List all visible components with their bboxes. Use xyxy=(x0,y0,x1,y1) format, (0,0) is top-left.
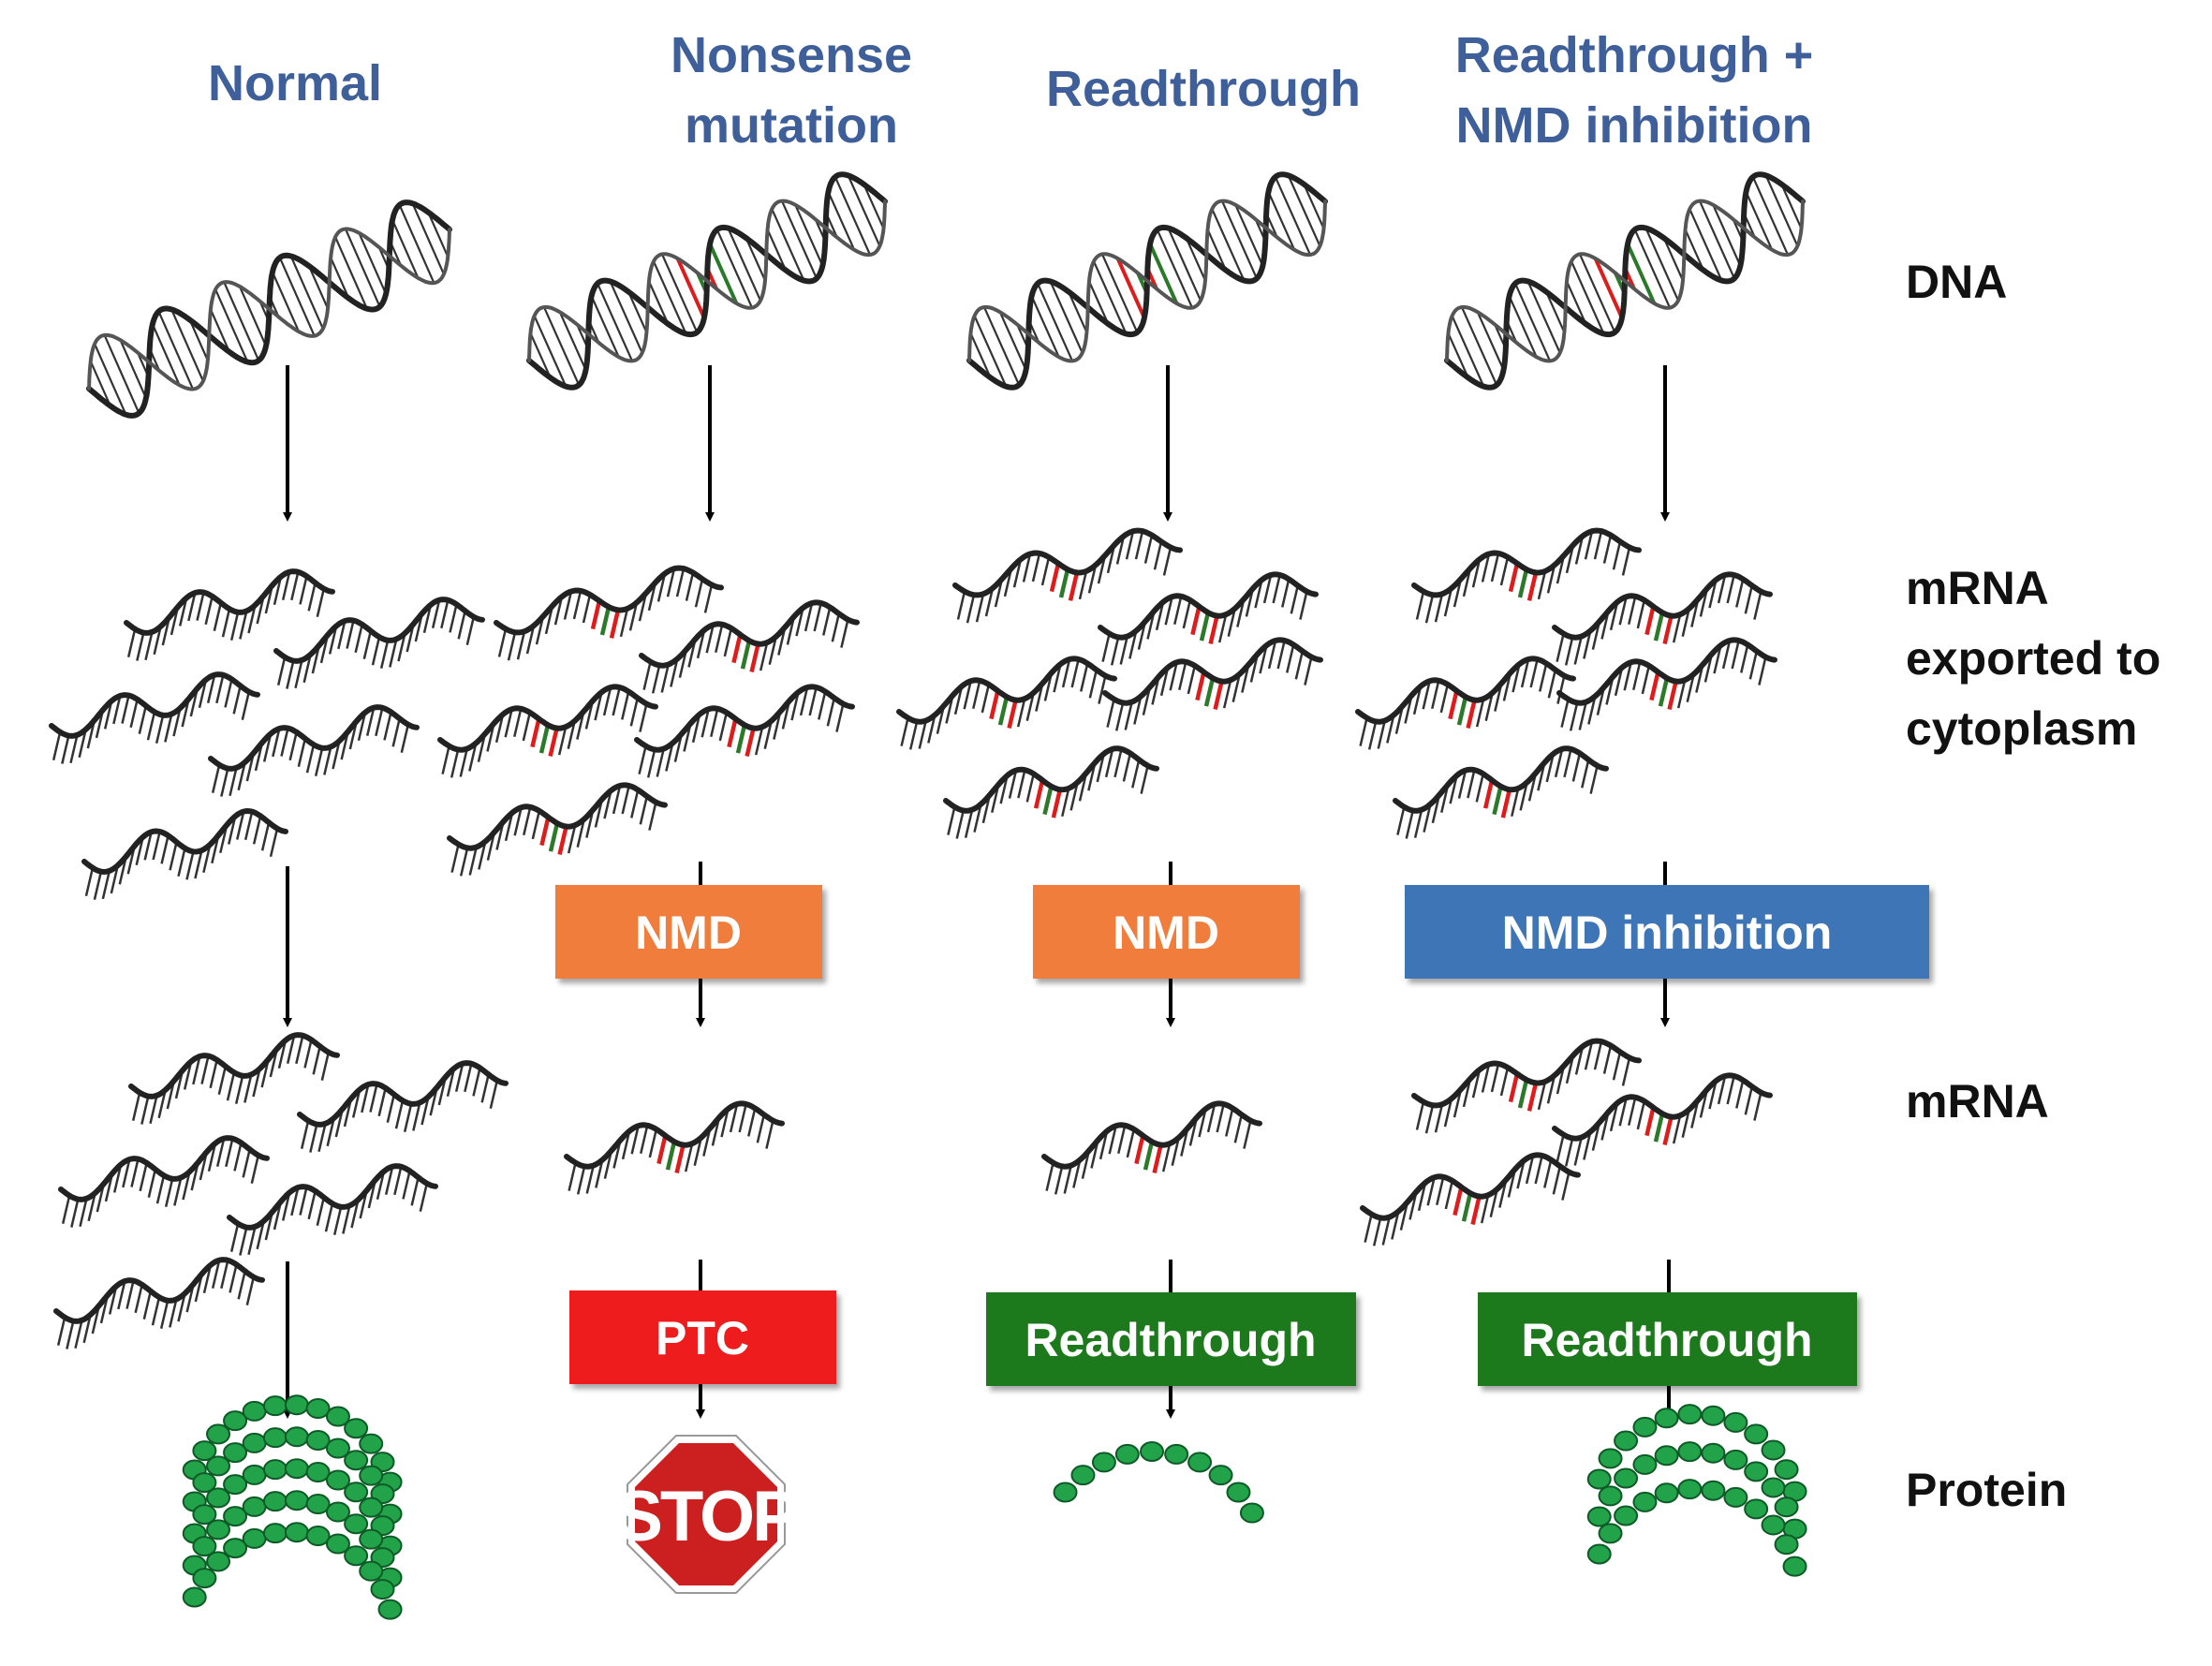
dna-helices xyxy=(86,171,1806,419)
mrna-strands xyxy=(49,527,1777,1349)
mrna-after-6 xyxy=(1041,1100,1262,1195)
nmd-inhibition-box xyxy=(1405,885,1929,979)
readthrough-label-col3: Readthrough xyxy=(1025,1314,1316,1366)
readthrough-box-col4 xyxy=(1478,1292,1857,1386)
mrna-after-8 xyxy=(1552,1072,1773,1167)
nmd-inhibition-label: NMD inhibition xyxy=(1502,907,1833,959)
mrna-exported-14 xyxy=(943,745,1159,839)
mrna-after-0 xyxy=(128,1032,340,1125)
column-title-normal: Normal xyxy=(208,55,382,111)
row-label-mrna-exported-3: cytoplasm xyxy=(1906,702,2137,755)
dna-helix-normal xyxy=(86,199,452,419)
protein-normal-0 xyxy=(182,1394,403,1493)
mrna-exported-9 xyxy=(447,782,668,877)
protein-normal-4 xyxy=(182,1522,403,1620)
readthrough-label-col4: Readthrough xyxy=(1521,1314,1812,1366)
mrna-exported-13 xyxy=(1102,637,1323,731)
dna-helix-readthrough xyxy=(966,171,1328,391)
column-title-nonsense-line2: mutation xyxy=(685,97,898,154)
row-label-mrna-exported-1: mRNA xyxy=(1906,562,2049,614)
protein-rt-nmd-0 xyxy=(1586,1404,1807,1502)
nmd-box-col2 xyxy=(555,885,822,979)
mrna-exported-4 xyxy=(81,807,288,900)
mrna-after-4 xyxy=(53,1257,265,1349)
mrna-exported-19 xyxy=(1393,745,1609,839)
mrna-exported-15 xyxy=(1411,527,1642,624)
mrna-after-9 xyxy=(1360,1152,1581,1246)
mrna-exported-5 xyxy=(494,565,724,661)
stop-sign-icon: STOP xyxy=(615,1435,801,1594)
row-label-dna: DNA xyxy=(1906,256,2007,308)
column-title-nonsense-line1: Nonsense xyxy=(671,27,912,83)
readthrough-box-col3 xyxy=(986,1292,1356,1386)
row-label-protein: Protein xyxy=(1906,1464,2067,1516)
mrna-after-2 xyxy=(58,1135,270,1228)
mrna-exported-12 xyxy=(896,656,1117,750)
nmd-label-col2: NMD xyxy=(635,907,742,959)
ptc-label: PTC xyxy=(656,1312,749,1364)
nmd-label-col3: NMD xyxy=(1113,907,1219,959)
mrna-exported-0 xyxy=(124,568,335,661)
row-label-mrna-exported-2: exported to xyxy=(1906,632,2160,685)
mrna-exported-2 xyxy=(49,671,260,764)
row-label-mrna: mRNA xyxy=(1906,1075,2049,1128)
dna-helix-nonsense xyxy=(526,171,888,391)
mrna-exported-6 xyxy=(639,599,860,694)
mrna-exported-1 xyxy=(273,597,485,689)
mrna-after-7 xyxy=(1411,1038,1642,1134)
mrna-after-3 xyxy=(227,1163,438,1256)
column-title-readthrough: Readthrough xyxy=(1046,61,1361,117)
mrna-exported-11 xyxy=(1098,571,1319,666)
protein-chains xyxy=(182,1394,1807,1620)
column-title-rt-nmd-line2: NMD inhibition xyxy=(1456,97,1813,154)
ptc-box xyxy=(569,1290,836,1384)
nmd-box-col3 xyxy=(1033,885,1300,979)
mrna-exported-3 xyxy=(208,704,420,797)
mrna-exported-10 xyxy=(952,527,1183,624)
mrna-after-1 xyxy=(297,1060,509,1153)
mrna-after-5 xyxy=(564,1100,785,1195)
protein-normal-3 xyxy=(182,1490,403,1588)
stop-sign-text: STOP xyxy=(615,1477,798,1556)
mrna-exported-16 xyxy=(1552,571,1773,666)
mrna-exported-8 xyxy=(634,684,855,778)
dna-helix-rt-nmd xyxy=(1444,171,1806,391)
protein-rt-nmd-1 xyxy=(1586,1441,1807,1540)
column-title-rt-nmd-line1: Readthrough + xyxy=(1455,27,1814,83)
mrna-exported-17 xyxy=(1355,656,1576,750)
mrna-exported-7 xyxy=(437,684,658,778)
mrna-exported-18 xyxy=(1556,637,1777,731)
protein-rt-nmd-2 xyxy=(1586,1479,1807,1577)
protein-readthrough xyxy=(1053,1441,1264,1524)
